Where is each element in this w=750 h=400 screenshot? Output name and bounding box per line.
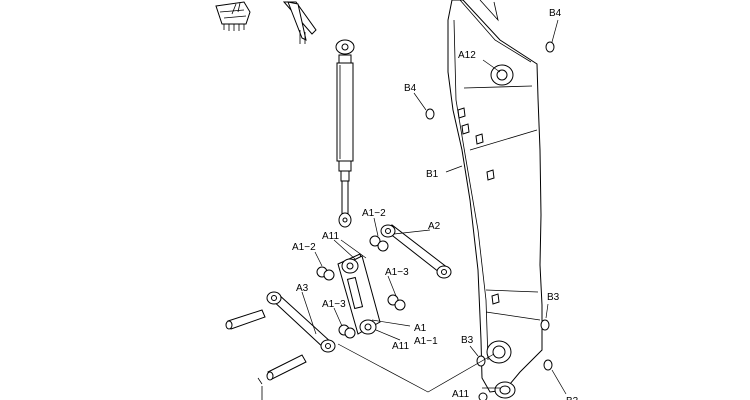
label-b3-right: B3 <box>547 292 560 303</box>
label-a1-2-left: A1−2 <box>292 242 316 253</box>
label-a11-top: A11 <box>322 231 339 242</box>
label-a1-1: A1−1 <box>414 336 438 347</box>
label-a3: A3 <box>296 283 309 294</box>
bucket-cylinder-part <box>335 39 355 228</box>
label-a11-bottom: A11 <box>452 389 469 400</box>
bushing-a1-3-right <box>387 294 406 311</box>
label-b3-bottom: B3 <box>566 396 579 400</box>
label-a1: A1 <box>414 323 427 334</box>
pin-upper-part <box>225 309 266 330</box>
callout-labels: B4 A12 B4 B1 A1−2 A2 A11 A1−2 A1−3 A3 A1… <box>292 8 579 400</box>
b3-ring-lower <box>478 392 488 400</box>
link-a2-part <box>380 224 452 279</box>
label-b4-left: B4 <box>404 83 417 94</box>
label-a1-3-right: A1−3 <box>385 267 409 278</box>
excavator-bucket-icon <box>215 1 251 31</box>
bushing-a1-3-left <box>338 324 356 339</box>
b3-ring-right <box>540 319 550 331</box>
arm-body-part <box>447 0 543 399</box>
label-b4-top: B4 <box>549 8 562 19</box>
link-a1-part <box>337 253 381 335</box>
leader-lines <box>301 19 567 395</box>
label-b3-left: B3 <box>461 335 474 346</box>
pin-bolt-part <box>257 377 263 400</box>
label-a2: A2 <box>428 221 441 232</box>
label-a11-mid: A11 <box>392 341 409 352</box>
label-a1-2-top: A1−2 <box>362 208 386 219</box>
label-a12: A12 <box>458 50 476 61</box>
label-a1-3-left: A1−3 <box>322 299 346 310</box>
label-b1: B1 <box>426 169 439 180</box>
arm-bracket-part <box>282 1 317 44</box>
pin-lower-part <box>266 354 307 381</box>
b4-ring-left <box>425 108 435 120</box>
bushing-a1-2-left <box>316 266 335 281</box>
bushing-a1-2-top <box>369 235 389 252</box>
b3-ring-bottom <box>543 359 553 371</box>
b3-ring-left <box>476 355 486 367</box>
link-a3-part <box>266 291 336 353</box>
b4-ring-top <box>545 41 555 53</box>
